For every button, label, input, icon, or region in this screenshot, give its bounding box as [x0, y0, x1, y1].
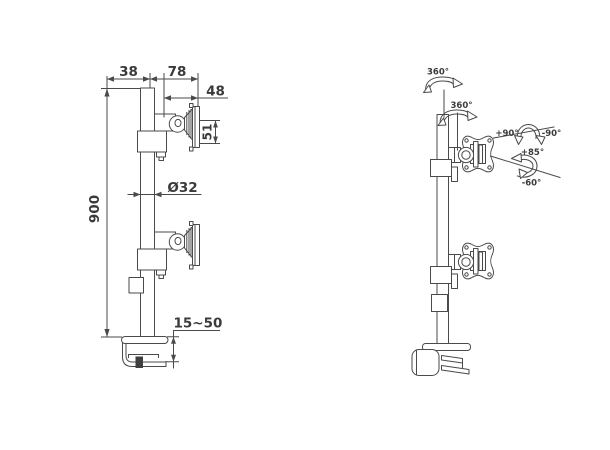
- ball-joint-side: [168, 115, 187, 133]
- pole-side: [140, 87, 155, 338]
- dim-clamp-range: 15~50: [165, 316, 223, 369]
- vesa-plate-side: [192, 106, 200, 148]
- vesa-arm-side-view-upper: [137, 103, 200, 161]
- swivel-arm-label: 360°: [451, 101, 473, 111]
- right-rotation-view: 360° 360° +90° -90° +85° -60°: [411, 68, 562, 376]
- tilt-annotation: +85° -60°: [489, 148, 561, 189]
- left-dimension-view: 38 78 48 51 900: [87, 64, 228, 369]
- rotate-annotation: +90° -90°: [492, 124, 562, 145]
- dim-48: 48: [163, 84, 228, 101]
- dim-900: 900: [87, 76, 141, 338]
- dim-38-78: 38 78: [106, 64, 199, 118]
- dim-78-label: 78: [168, 64, 187, 80]
- ball-joint-front: [457, 146, 475, 164]
- pole-collar-side: [128, 277, 144, 294]
- dim-900-label: 900: [87, 195, 103, 223]
- tilt-down-label: -60°: [522, 179, 542, 189]
- dim-51-label: 51: [201, 124, 215, 141]
- desk-clamp-side: [121, 336, 169, 368]
- dim-clamp-range-label: 15~50: [174, 316, 223, 332]
- dim-diameter-32: Ø32: [127, 180, 202, 198]
- rotate-plus-label: +90°: [495, 129, 518, 139]
- dim-48-label: 48: [206, 84, 225, 100]
- swivel-arm-annotation: 360°: [437, 101, 478, 151]
- tilt-up-label: +85°: [521, 148, 544, 158]
- desk-clamp-isometric: [411, 343, 471, 376]
- vesa-arm-front-view-upper: [430, 135, 494, 182]
- rotate-minus-label: -90°: [542, 129, 562, 139]
- pole-front: [436, 114, 449, 348]
- dim-51: 51: [199, 120, 220, 144]
- swivel-pole-annotation: 360°: [423, 68, 463, 118]
- dim-diameter-label: Ø32: [167, 180, 197, 196]
- clamp-screw: [135, 356, 143, 368]
- pole-collar-front: [431, 294, 448, 312]
- swivel-pole-label: 360°: [427, 68, 449, 78]
- dim-38-label: 38: [119, 64, 138, 80]
